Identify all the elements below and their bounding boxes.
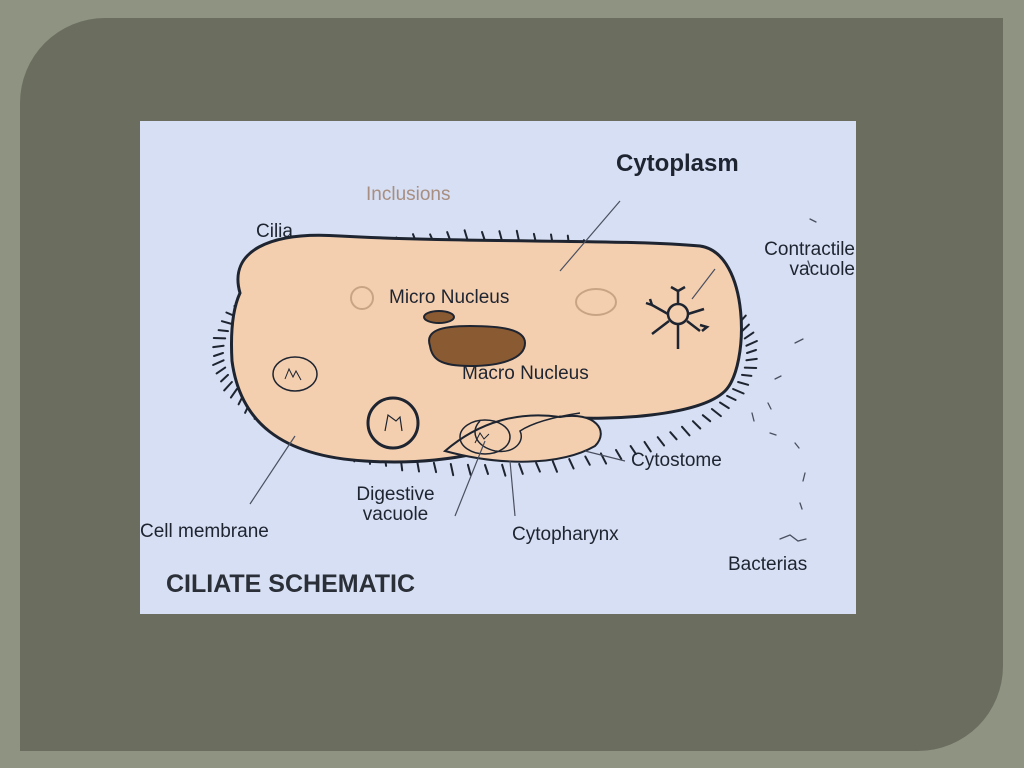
- label-cytopharynx: Cytopharynx: [512, 524, 619, 545]
- cilium: [449, 463, 455, 477]
- cilium: [568, 458, 575, 470]
- ciliate-illustration: [212, 200, 817, 542]
- cilium: [643, 440, 652, 453]
- cilium: [629, 445, 637, 455]
- label-macro-nucleus: Macro Nucleus: [462, 363, 589, 384]
- cilium: [212, 359, 225, 366]
- diagram-title: CILIATE SCHEMATIC: [166, 570, 416, 598]
- micro-nucleus: [423, 310, 455, 324]
- cilium: [535, 461, 541, 473]
- slide-frame: Cytoplasm Inclusions Cilia Contractile v…: [20, 18, 1003, 751]
- leader-lines: [249, 200, 716, 517]
- cilium: [484, 464, 489, 475]
- cilium: [220, 373, 229, 383]
- cilium: [584, 455, 591, 466]
- cilium: [213, 352, 224, 357]
- food-vacuole-left-content: [284, 367, 302, 381]
- cilium: [212, 344, 225, 349]
- food-vacuole-center-content: [384, 413, 403, 432]
- cilium: [223, 381, 233, 392]
- cilium: [691, 420, 702, 430]
- cilium: [229, 388, 238, 399]
- cilium: [432, 461, 438, 474]
- cilium: [741, 373, 753, 377]
- cilium: [732, 388, 745, 395]
- cilium: [215, 366, 227, 375]
- cilium: [737, 381, 750, 386]
- cilium: [615, 449, 623, 460]
- cilium: [745, 340, 758, 347]
- food-vacuole-center: [366, 396, 420, 450]
- bacteria: [751, 218, 817, 542]
- inclusion-left: [350, 286, 374, 310]
- label-inclusions: Inclusions: [366, 184, 451, 205]
- label-micro-nucleus: Micro Nucleus: [389, 287, 510, 308]
- cytopharynx-shape: [474, 412, 581, 453]
- cilium: [518, 463, 524, 475]
- digestive-vacuole-shape: [459, 419, 511, 455]
- inclusion-right: [575, 288, 617, 316]
- cilium: [466, 463, 472, 476]
- cilium: [726, 394, 737, 401]
- cilium: [656, 436, 666, 447]
- cilium: [701, 414, 712, 423]
- label-cilia: Cilia: [256, 221, 293, 242]
- label-bacterias: Bacterias: [728, 554, 808, 575]
- cilium: [551, 460, 558, 473]
- cilium: [745, 357, 758, 362]
- contractile-vacuole-shape: [645, 285, 710, 349]
- digestive-vacuole-content: [474, 432, 490, 444]
- oral-groove: [442, 414, 602, 463]
- cilium: [743, 331, 755, 340]
- cilium: [719, 401, 730, 410]
- ciliate-diagram: Cytoplasm Inclusions Cilia Contractile v…: [140, 121, 856, 614]
- label-digestive-vacuole: Digestive vacuole: [356, 484, 435, 525]
- cilium: [741, 323, 750, 333]
- label-cell-membrane: Cell membrane: [140, 521, 269, 542]
- cilium: [681, 425, 691, 437]
- cilium: [669, 431, 678, 441]
- cilium: [217, 329, 229, 333]
- cilium: [501, 463, 507, 477]
- label-cytoplasm: Cytoplasm: [616, 150, 739, 177]
- label-cytostome: Cytostome: [631, 450, 722, 471]
- cilium: [710, 408, 722, 418]
- food-vacuole-left: [272, 356, 318, 392]
- label-contractile-vacuole: Contractile vacuole: [764, 239, 855, 280]
- cilium: [416, 460, 420, 473]
- cilium: [746, 349, 757, 354]
- macro-nucleus: [428, 324, 527, 368]
- cilium: [220, 320, 233, 325]
